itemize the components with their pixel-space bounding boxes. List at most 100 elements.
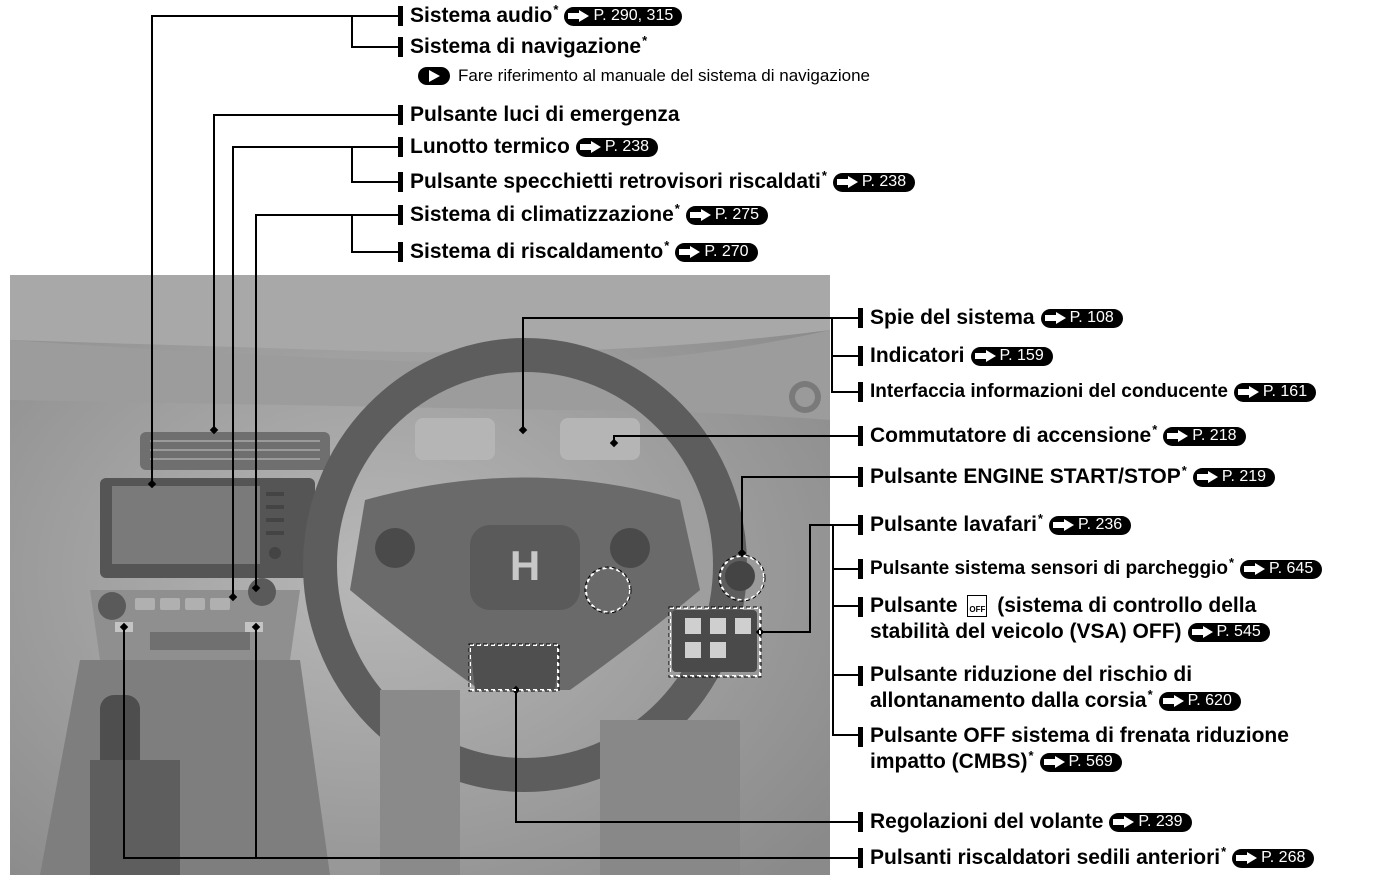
page-ref-lane[interactable]: P. 620 xyxy=(1158,691,1241,711)
label-line-2: stabilità del veicolo (VSA) OFF) P. 545 xyxy=(858,619,1270,645)
label-rear-defrost: Lunotto termico P. 238 xyxy=(398,134,659,160)
arrow-icon xyxy=(1113,816,1135,828)
leader-lines xyxy=(123,15,860,859)
page-ref-audio[interactable]: P. 290, 315 xyxy=(564,6,683,26)
label-bar xyxy=(858,515,863,535)
page-ref-rear-defrost[interactable]: P. 238 xyxy=(575,137,659,157)
asterisk: * xyxy=(664,238,670,253)
page-ref-cmbs[interactable]: P. 569 xyxy=(1039,752,1122,772)
nav-manual-note: Fare riferimento al manuale del sistema … xyxy=(418,66,870,86)
arrow-icon xyxy=(1244,563,1266,575)
label-parking-sensor: Pulsante sistema sensori di parcheggio* … xyxy=(858,555,1323,582)
page-ref-text: P. 275 xyxy=(714,206,760,223)
page-ref-text: P. 645 xyxy=(1269,560,1314,577)
nav-note-text: Fare riferimento al manuale del sistema … xyxy=(458,66,870,85)
asterisk: * xyxy=(821,168,827,183)
label-text: Pulsante xyxy=(870,594,958,617)
label-text: Pulsante lavafari xyxy=(870,513,1037,536)
label-text: impatto (CMBS) xyxy=(870,750,1028,773)
label-text: Pulsante luci di emergenza xyxy=(410,103,680,126)
page-ref-text: P. 545 xyxy=(1216,623,1261,640)
highlight-marks xyxy=(469,555,765,691)
label-bar xyxy=(398,205,403,225)
page-ref-text: P. 159 xyxy=(999,347,1044,364)
page-ref-parking-sensor[interactable]: P. 645 xyxy=(1240,559,1323,579)
label-gauges: Indicatori P. 159 xyxy=(858,343,1053,369)
asterisk: * xyxy=(642,33,648,48)
label-heating: Sistema di riscaldamento* P. 270 xyxy=(398,238,758,265)
label-nav: Sistema di navigazione* xyxy=(398,33,647,60)
page-ref-steering-adjust[interactable]: P. 239 xyxy=(1109,812,1192,832)
label-bar xyxy=(398,172,403,192)
arrow-icon xyxy=(1044,312,1067,324)
label-text: Pulsanti riscaldatori sedili anteriori xyxy=(870,846,1221,869)
asterisk: * xyxy=(1147,687,1153,702)
label-cmbs: Pulsante OFF sistema di frenata riduzion… xyxy=(858,723,1289,775)
asterisk: * xyxy=(674,201,680,216)
page-ref-seat-heaters[interactable]: P. 268 xyxy=(1232,848,1315,868)
page-ref-text: P. 290, 315 xyxy=(593,7,674,24)
page-ref-climate[interactable]: P. 275 xyxy=(685,205,769,225)
label-bar xyxy=(398,137,403,157)
page-ref-ignition[interactable]: P. 218 xyxy=(1163,426,1246,446)
arrow-icon xyxy=(1052,519,1075,531)
label-steering-adjust: Regolazioni del volante P. 239 xyxy=(858,809,1192,835)
label-ignition: Commutatore di accensione* P. 218 xyxy=(858,422,1246,449)
label-line-1: Pulsante riduzione del rischio di xyxy=(870,663,1193,686)
page-ref-driver-info[interactable]: P. 161 xyxy=(1233,382,1317,402)
label-seat-heaters: Pulsanti riscaldatori sedili anteriori* … xyxy=(858,844,1315,871)
page-ref-heating[interactable]: P. 270 xyxy=(675,242,758,262)
page-ref-engine-start[interactable]: P. 219 xyxy=(1192,467,1276,487)
arrow-icon xyxy=(836,176,859,188)
label-line-1: Pulsante OFF sistema di frenata riduzion… xyxy=(870,724,1289,747)
arrow-icon xyxy=(679,246,701,258)
page-ref-text: P. 238 xyxy=(861,173,907,190)
page-ref-text: P. 236 xyxy=(1077,516,1123,533)
label-bar xyxy=(858,812,863,832)
label-warning-lights: Spie del sistema P. 108 xyxy=(858,305,1123,331)
page-ref-text: P. 108 xyxy=(1069,309,1114,326)
asterisk: * xyxy=(553,2,559,17)
page-ref-mirror-heat[interactable]: P. 238 xyxy=(832,172,916,192)
label-text: Regolazioni del volante xyxy=(870,810,1104,833)
page-ref-text: P. 219 xyxy=(1221,468,1267,485)
page-ref-text: P. 268 xyxy=(1261,849,1306,866)
label-text: (sistema di controllo della xyxy=(997,594,1257,617)
label-headlight-wash: Pulsante lavafari* P. 236 xyxy=(858,511,1132,538)
label-bar xyxy=(858,597,863,617)
label-text: Pulsante ENGINE START/STOP xyxy=(870,465,1181,488)
page-ref-text: P. 620 xyxy=(1187,692,1232,709)
label-vsa: Pulsante OFF (sistema di controllo della… xyxy=(858,593,1270,645)
label-line-2: allontanamento dalla corsia* P. 620 xyxy=(858,687,1241,714)
arrow-icon xyxy=(1191,626,1214,638)
label-driver-info: Interfaccia informazioni del conducente … xyxy=(858,379,1317,405)
page-ref-text: P. 270 xyxy=(704,243,749,260)
label-engine-start: Pulsante ENGINE START/STOP* P. 219 xyxy=(858,463,1276,490)
label-text: Sistema audio xyxy=(410,4,553,27)
asterisk: * xyxy=(1152,422,1158,437)
label-bar xyxy=(858,666,863,686)
page-ref-gauges[interactable]: P. 159 xyxy=(970,346,1053,366)
page-ref-text: P. 238 xyxy=(604,138,650,155)
page-ref-vsa[interactable]: P. 545 xyxy=(1187,622,1270,642)
asterisk: * xyxy=(1028,748,1034,763)
label-lane: Pulsante riduzione del rischio di allont… xyxy=(858,662,1241,714)
page-ref-warning-lights[interactable]: P. 108 xyxy=(1040,308,1123,328)
arrow-icon xyxy=(579,141,602,153)
label-text: Interfaccia informazioni del conducente xyxy=(870,381,1228,402)
page-ref-headlight-wash[interactable]: P. 236 xyxy=(1048,515,1132,535)
arrow-icon xyxy=(1237,386,1260,398)
label-bar xyxy=(858,426,863,446)
label-line-1: Pulsante OFF (sistema di controllo della xyxy=(858,593,1270,619)
arrow-icon xyxy=(1236,852,1258,864)
label-text: allontanamento dalla corsia xyxy=(870,689,1147,712)
label-line-2: impatto (CMBS)* P. 569 xyxy=(858,748,1289,775)
page-ref-text: P. 161 xyxy=(1262,383,1308,400)
label-text: Spie del sistema xyxy=(870,306,1035,329)
dashboard-photo: H xyxy=(10,275,830,875)
arrow-icon xyxy=(418,67,450,85)
page-ref-text: P. 239 xyxy=(1138,813,1183,830)
label-text: Pulsante sistema sensori di parcheggio xyxy=(870,558,1228,579)
arrow-icon xyxy=(1167,430,1189,442)
